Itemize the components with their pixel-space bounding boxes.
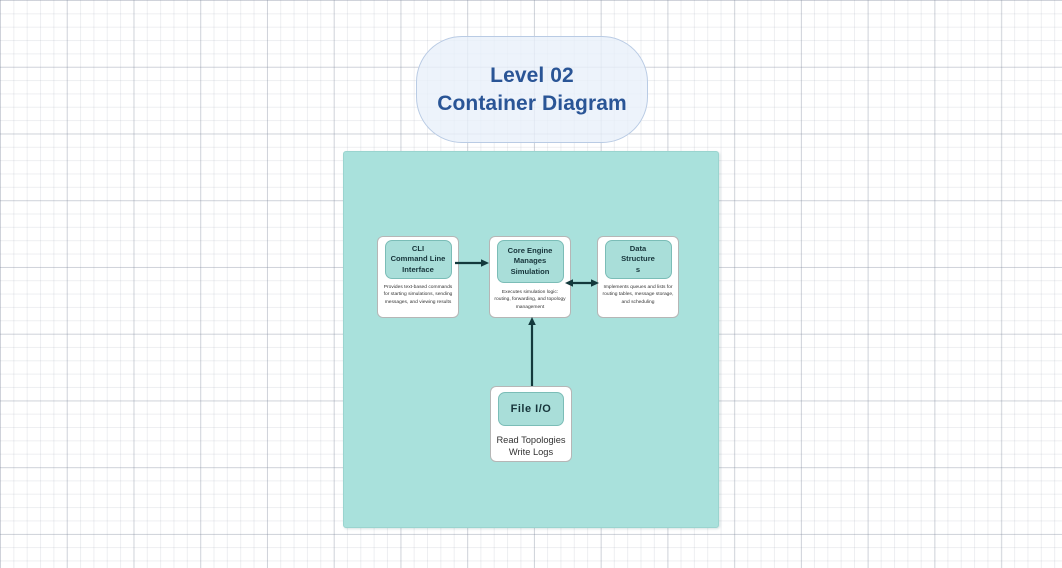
connector-cli-to-core-engine[interactable] xyxy=(455,255,495,271)
node-cli[interactable]: CLI Command Line Interface Provides text… xyxy=(377,236,459,318)
node-core-engine[interactable]: Core Engine Manages Simulation Executes … xyxy=(489,236,571,318)
node-file-io-header: File I/O xyxy=(498,392,564,426)
node-data-structures-header-line-1: Data xyxy=(629,244,647,254)
node-core-engine-header: Core Engine Manages Simulation xyxy=(496,240,564,283)
diagram-title-line-2: Container Diagram xyxy=(437,91,627,115)
node-file-io-description: Read Topologies Write Logs xyxy=(493,434,569,459)
node-file-io-description-line-1: Read Topologies xyxy=(496,435,566,445)
node-cli-header: CLI Command Line Interface xyxy=(384,240,452,279)
node-core-engine-header-line-2: Manages xyxy=(513,256,547,266)
connector-file-io-to-core-engine[interactable] xyxy=(524,316,540,388)
node-file-io-header-line-1: File I/O xyxy=(510,403,552,415)
diagram-title-line-1: Level 02 xyxy=(490,63,574,87)
node-data-structures-header: Data Structure s xyxy=(604,240,672,279)
node-cli-header-line-1: CLI xyxy=(411,244,425,254)
node-data-structures-header-line-3: s xyxy=(635,264,641,274)
node-file-io-description-line-2: Write Logs xyxy=(508,447,554,458)
node-core-engine-description: Executes simulation logic: routing, forw… xyxy=(494,290,566,310)
node-cli-description: Provides text-based commands for startin… xyxy=(383,285,453,305)
node-core-engine-header-line-3: Simulation xyxy=(510,266,550,276)
node-data-structures[interactable]: Data Structure s Implements queues and l… xyxy=(597,236,679,318)
connector-core-engine-to-data-structures[interactable] xyxy=(564,275,604,291)
node-cli-header-line-2: Command Line xyxy=(390,254,446,264)
node-file-io[interactable]: File I/O Read Topologies Write Logs xyxy=(490,386,572,462)
diagram-title-shape[interactable]: Level 02 Container Diagram xyxy=(416,36,648,143)
node-core-engine-header-line-1: Core Engine xyxy=(507,246,553,256)
node-cli-header-line-3: Interface xyxy=(402,264,434,274)
node-data-structures-description: Implements queues and lists for routing … xyxy=(602,285,674,305)
node-data-structures-header-line-2: Structure xyxy=(621,254,655,264)
